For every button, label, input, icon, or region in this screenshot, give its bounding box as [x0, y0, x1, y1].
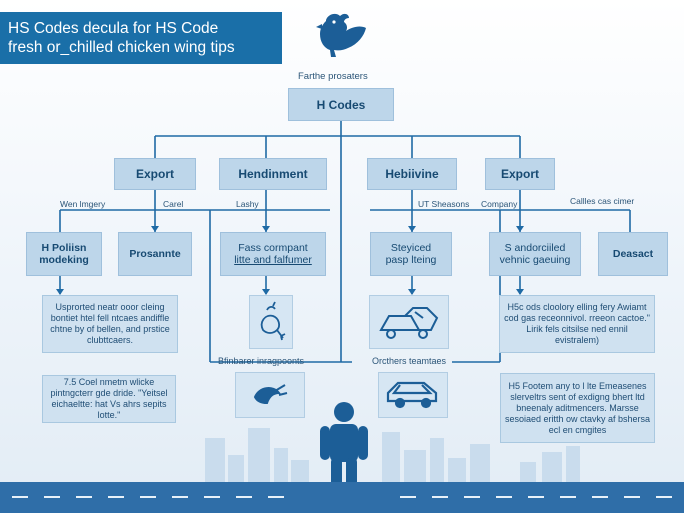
node-prosannte: Prosannte: [118, 232, 192, 276]
node-s-andorciiled-line2: vehnic gaeuing: [499, 254, 571, 266]
description-left-bottom: 7.5 Coel nmetm wlicke pintngcterr gde dr…: [42, 375, 176, 423]
node-fass-cormpant-line2: litte and falfumer: [234, 254, 312, 266]
skyline-building: [430, 438, 444, 484]
skyline-building: [520, 462, 536, 484]
skyline-building: [470, 444, 490, 484]
skyline-building: [566, 446, 580, 484]
description-right-top: H5c ods cloolory elling fery Awiamt cod …: [499, 295, 655, 353]
skyline-building: [542, 452, 562, 484]
node-h-poliisn: H Poliisn modeking: [26, 232, 102, 276]
road-dash: [268, 496, 284, 498]
truck-icon: [369, 295, 449, 349]
road-dash: [76, 496, 92, 498]
label-wen-lmgery: Wen lmgery: [60, 199, 106, 209]
node-steyiced-line2: pasp lteing: [385, 254, 437, 266]
node-fass-cormpant-line1: Fass cormpant: [238, 242, 308, 254]
wing-icon: [235, 372, 305, 418]
label-company: Company: [481, 199, 518, 209]
skyline-building: [274, 448, 288, 484]
node-steyiced-line1: Steyiced: [390, 242, 432, 254]
road-dash: [560, 496, 576, 498]
title-line-2: fresh or_chilled chicken wing tips: [8, 39, 235, 56]
title-line-1: HS Codes decula for HS Code: [8, 20, 219, 37]
chicken-icon: [300, 10, 380, 68]
node-s-andorciiled: S andorciiled vehnic gaeuing: [489, 232, 581, 276]
description-right-bottom: H5 Footem any to l lte Emeasenes slervel…: [500, 373, 655, 443]
label-lashy: Lashy: [236, 199, 259, 209]
node-export-right: Export: [485, 158, 555, 190]
road-dash: [400, 496, 416, 498]
road-dash: [528, 496, 544, 498]
road-dash: [592, 496, 608, 498]
root-node: H Codes: [288, 88, 394, 121]
caption-icon-left: Bfinbarer inragpoonts: [218, 356, 305, 366]
road-dash: [108, 496, 124, 498]
road-dash: [464, 496, 480, 498]
road-dash: [656, 496, 672, 498]
node-steyiced: Steyiced pasp lteing: [370, 232, 452, 276]
skyline-building: [291, 460, 309, 484]
description-left-top: Usprorted neatr ooor cleing bontiet htel…: [42, 295, 178, 353]
node-export-left: Export: [114, 158, 196, 190]
skyline-building: [228, 455, 244, 484]
skyline-building: [248, 428, 270, 484]
node-hebiivine: Hebiivine: [367, 158, 457, 190]
skyline-building: [404, 450, 426, 484]
road-dash: [624, 496, 640, 498]
road-dash: [432, 496, 448, 498]
node-s-andorciiled-line1: S andorciiled: [504, 242, 566, 254]
node-hendinment: Hendinment: [219, 158, 327, 190]
car-icon: [378, 372, 448, 418]
label-ut-sheasons: UT Sheasons: [418, 199, 470, 209]
diagram-subtitle: Farthe prosaters: [298, 71, 368, 82]
road-dash: [236, 496, 252, 498]
road: [0, 482, 684, 513]
chicken-leg-icon: [249, 295, 293, 349]
road-dash: [172, 496, 188, 498]
node-fass-cormpant: Fass cormpant litte and falfumer: [220, 232, 326, 276]
road-dash: [44, 496, 60, 498]
road-dash: [140, 496, 156, 498]
caption-icon-right: Orcthers teamtaes: [372, 356, 447, 366]
node-h-poliisn-line1: H Poliisn: [41, 242, 87, 254]
title-banner: HS Codes decula for HS Code fresh or_chi…: [0, 12, 282, 64]
skyline-building: [205, 438, 225, 484]
road-dash: [12, 496, 28, 498]
skyline-building: [382, 432, 400, 484]
label-carel: Carel: [163, 199, 184, 209]
road-dash: [496, 496, 512, 498]
node-deasact: Deasact: [598, 232, 668, 276]
node-h-poliisn-line2: modeking: [39, 254, 89, 266]
label-callles-cas-cimer: Callles cas cimer: [570, 196, 635, 206]
skyline-building: [448, 458, 466, 484]
road-dash: [204, 496, 220, 498]
